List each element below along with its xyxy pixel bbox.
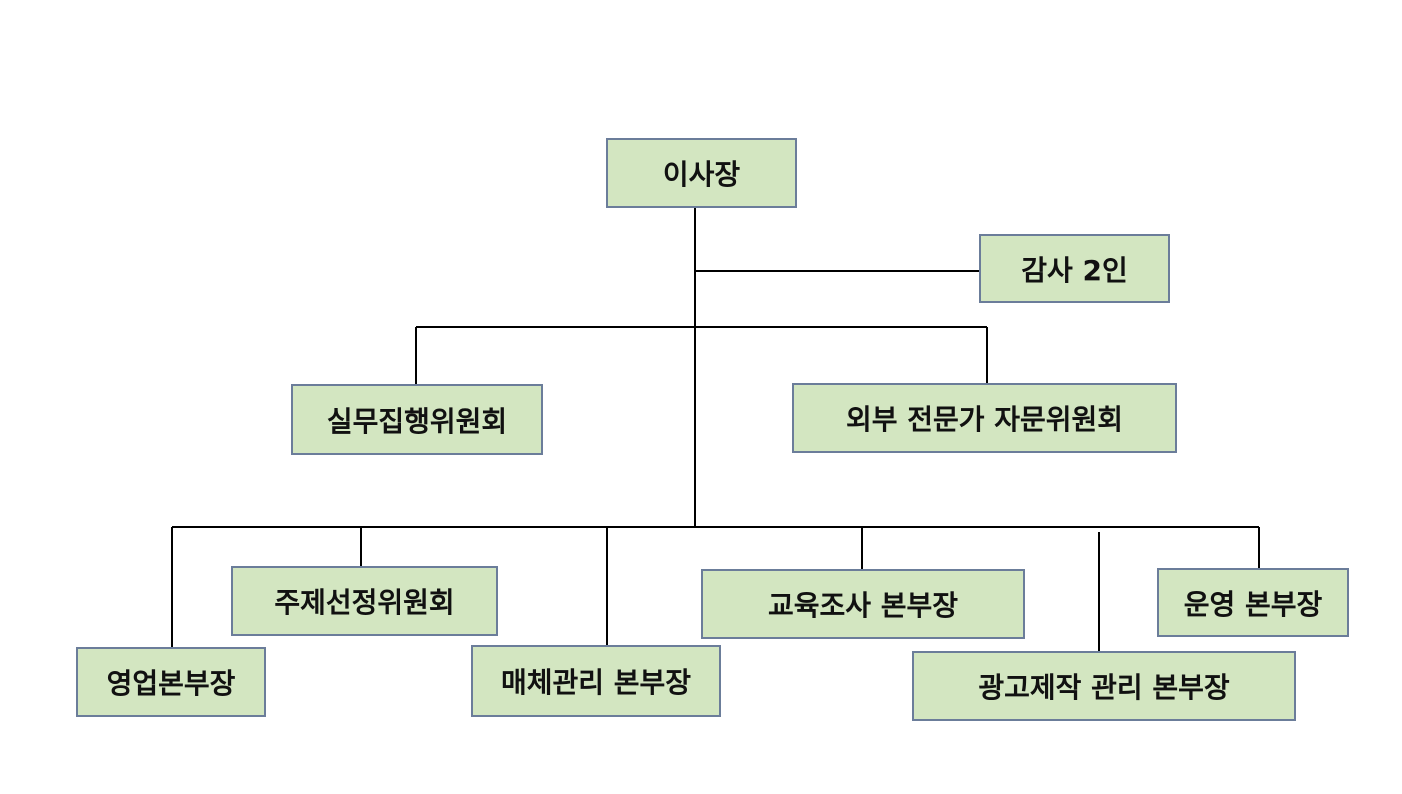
media-management-head-box: 매체관리 본부장: [471, 645, 721, 717]
education-research-head-label: 교육조사 본부장: [767, 589, 959, 622]
media-management-head-label: 매체관리 본부장: [500, 666, 692, 699]
sales-head-label: 영업본부장: [106, 667, 236, 700]
executive-committee-label: 실무집행위원회: [326, 404, 508, 438]
operations-head-label: 운영 본부장: [1183, 587, 1323, 621]
chairman-label: 이사장: [662, 158, 741, 191]
theme-committee-box: 주제선정위원회: [231, 566, 498, 636]
sales-head-box: 영업본부장: [76, 647, 266, 717]
operations-head-box: 운영 본부장: [1157, 568, 1349, 637]
advisory-committee-label: 외부 전문가 자문위원회: [845, 403, 1124, 436]
executive-committee-box: 실무집행위원회: [291, 384, 543, 455]
advisory-committee-box: 외부 전문가 자문위원회: [792, 383, 1177, 453]
ad-production-head-label: 광고제작 관리 본부장: [978, 671, 1230, 704]
chairman-box: 이사장: [606, 138, 797, 208]
theme-committee-label: 주제선정위원회: [274, 586, 455, 619]
education-research-head-box: 교육조사 본부장: [701, 569, 1025, 639]
auditors-label: 감사 2인: [1021, 253, 1128, 287]
ad-production-head-box: 광고제작 관리 본부장: [912, 651, 1296, 721]
auditors-box: 감사 2인: [979, 234, 1170, 303]
